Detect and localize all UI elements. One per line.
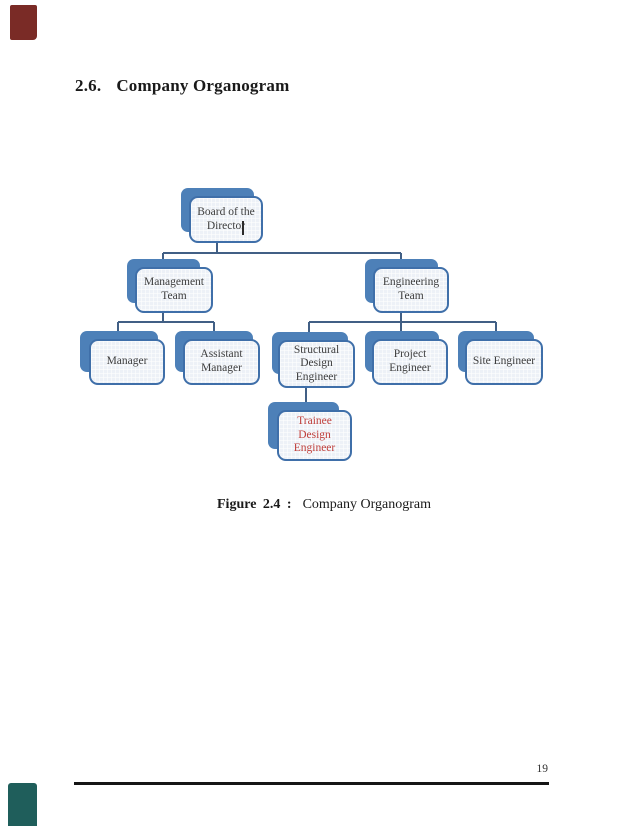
orgchart-node-project-engineer: Project Engineer: [372, 339, 448, 385]
figure-caption: Figure 2.4 : Company Organogram: [217, 497, 431, 513]
orgchart-node-trainee-design-engineer: Trainee Design Engineer: [277, 410, 352, 461]
orgchart-node-management-team-label: Management Team: [143, 276, 205, 302]
section-heading: 2.6. Company Organogram: [75, 76, 289, 96]
section-title: Company Organogram: [116, 76, 290, 95]
orgchart-node-structural-design-engineer-label: Structural Design Engineer: [293, 343, 340, 383]
orgchart-node-manager: Manager: [89, 339, 165, 385]
orgchart-node-site-engineer: Site Engineer: [465, 339, 543, 385]
figure-caption-label: Figure 2.4 :: [217, 497, 292, 512]
orgchart-node-management-team: Management Team: [135, 267, 213, 313]
page-number: 19: [536, 763, 549, 775]
orgchart-node-board: Board of the Director: [189, 196, 263, 243]
orgchart-node-engineering-team: Engineering Team: [373, 267, 449, 313]
section-number: 2.6.: [75, 76, 102, 95]
orgchart-node-assistant-manager: Assistant Manager: [183, 339, 260, 385]
orgchart-node-manager-label: Manager: [106, 355, 148, 368]
figure-caption-title: Company Organogram: [302, 497, 432, 512]
orgchart-node-trainee-design-engineer-label: Trainee Design Engineer: [293, 415, 336, 455]
scan-edge-mark-bottom-left: [8, 783, 37, 826]
orgchart-node-assistant-manager-label: Assistant Manager: [200, 348, 243, 374]
text-cursor-artifact: [242, 221, 244, 235]
orgchart-node-engineering-team-label: Engineering Team: [382, 276, 440, 302]
scan-edge-mark-top-left: [10, 5, 37, 40]
orgchart-node-board-label: Board of the Director: [197, 205, 255, 232]
footer-rule: [74, 782, 549, 785]
orgchart-node-structural-design-engineer: Structural Design Engineer: [278, 340, 355, 388]
orgchart-node-site-engineer-label: Site Engineer: [472, 355, 536, 368]
orgchart-node-project-engineer-label: Project Engineer: [389, 348, 431, 374]
